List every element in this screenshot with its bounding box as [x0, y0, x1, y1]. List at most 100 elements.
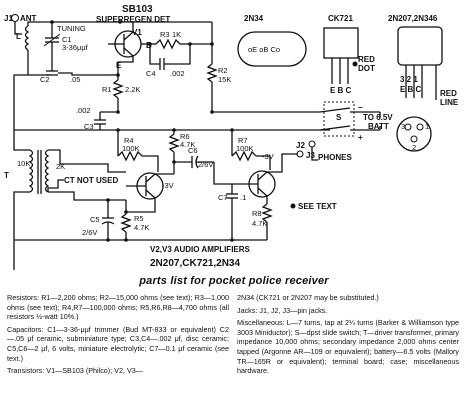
schematic-diagram: J1 ANT L TUNING C1 3-36μμf SB103 SUPERRE…: [4, 4, 459, 270]
svg-text:3: 3: [401, 122, 405, 131]
svg-text:2/6V: 2/6V: [198, 160, 213, 169]
resistor-r5: R5 4.7K: [120, 200, 149, 240]
batt-minus: −: [358, 103, 363, 112]
svg-text:R1: R1: [102, 85, 112, 94]
miscellaneous-paragraph: Miscellaneous: L—7 turns, tap at 2¼ turn…: [237, 318, 459, 376]
capacitor-c5: C5 2/6V: [82, 200, 115, 240]
svg-text:R3: R3: [160, 30, 170, 39]
svg-text:C5: C5: [90, 215, 100, 224]
svg-text:100K: 100K: [122, 144, 140, 153]
outline-socket: 3 1 2: [396, 116, 432, 152]
transistor-v1: V1 B E: [114, 28, 152, 70]
svg-text:.002: .002: [76, 106, 91, 115]
resistor-r4: R4 100K: [117, 136, 143, 162]
svg-text:C2: C2: [40, 75, 50, 84]
neg3v-label-b: -3V: [262, 152, 274, 161]
junction-dots: [50, 20, 234, 242]
capacitor-c1: TUNING C1 3-36μμf: [43, 22, 89, 60]
svg-text:DOT: DOT: [358, 64, 375, 73]
parts-list-right-column: 2N34 (CK721 or 2N207 may be substituted.…: [237, 293, 459, 379]
svg-text:R5: R5: [134, 214, 144, 223]
svg-text:C4: C4: [146, 69, 156, 78]
switch-s: S: [319, 101, 355, 137]
svg-text:RED: RED: [358, 55, 375, 64]
battery-label: TO 6.5V: [363, 113, 393, 122]
svg-text:J1: J1: [4, 14, 13, 23]
svg-text:-3V: -3V: [162, 181, 174, 190]
svg-text:1K: 1K: [172, 30, 181, 39]
svg-text:100K: 100K: [236, 144, 254, 153]
amp-caption: V2,V3 AUDIO AMPLIFIERS: [150, 245, 251, 254]
svg-text:J3: J3: [306, 151, 315, 160]
svg-text:4.7K: 4.7K: [252, 219, 267, 228]
outline-2n34: 2N34 oE oB Co: [237, 14, 307, 67]
coil-l-label: L: [16, 32, 21, 41]
svg-text:TUNING: TUNING: [57, 24, 86, 33]
svg-text:B: B: [146, 41, 152, 50]
svg-text:J2: J2: [296, 141, 305, 150]
svg-text:2: 2: [412, 143, 416, 152]
jacks-paragraph: Jacks: J1, J2, J3—pin jacks.: [237, 305, 328, 315]
svg-text:R2: R2: [218, 66, 228, 75]
svg-text:.002: .002: [170, 69, 185, 78]
svg-text:T: T: [4, 171, 9, 180]
svg-text:SEE TEXT: SEE TEXT: [298, 202, 337, 211]
svg-text:C3: C3: [84, 122, 94, 131]
svg-text:2.2K: 2.2K: [125, 85, 140, 94]
capacitor-c4: C4 .002: [146, 44, 191, 78]
capacitor-c3: .002 C3: [76, 106, 106, 131]
svg-text:C7: C7: [218, 193, 228, 202]
svg-text:2/6V: 2/6V: [82, 228, 97, 237]
svg-text:4.7K: 4.7K: [180, 140, 195, 149]
resistor-r1: R1 2.2K: [102, 75, 140, 112]
detector-type-label: SB103: [122, 4, 153, 15]
parts-list-left-column: Resistors: R1—2,200 ohms; R2—15,000 ohms…: [7, 293, 229, 379]
svg-text:.1: .1: [240, 193, 246, 202]
resistor-r7: R7 100K: [231, 136, 257, 162]
svg-text:2K: 2K: [56, 162, 65, 171]
detector-caption: SUPERREGEN DET: [96, 15, 170, 24]
svg-text:R6: R6: [180, 132, 190, 141]
capacitor-c2: C2 .05: [40, 60, 110, 84]
svg-text:R7: R7: [238, 136, 248, 145]
resistor-r8: R8 4.7K: [252, 196, 273, 240]
jack-j2: J2 PHONES: [296, 140, 352, 162]
coil-l: [24, 25, 30, 51]
capacitors-paragraph: Capacitors: C1—3-36-μμf trimmer (Bud MT-…: [7, 324, 229, 363]
resistor-r2: R2 15K: [206, 44, 231, 112]
capacitor-c7: C7 .1: [218, 184, 246, 240]
see-text-note: SEE TEXT: [290, 202, 337, 211]
svg-text:ANT: ANT: [20, 14, 37, 23]
svg-text:C6: C6: [188, 146, 198, 155]
resistor-r3: R3 1K: [155, 30, 181, 50]
svg-text:3 2 1: 3 2 1: [400, 75, 418, 84]
svg-text:LINE: LINE: [440, 98, 459, 107]
svg-text:RED: RED: [440, 89, 457, 98]
svg-text:R4: R4: [124, 136, 134, 145]
svg-text:3-36μμf: 3-36μμf: [62, 43, 89, 52]
batt-plus: +: [358, 133, 363, 142]
svg-text:.05: .05: [70, 75, 80, 84]
svg-text:oE oB Co: oE oB Co: [248, 45, 280, 54]
svg-text:E B C: E B C: [330, 86, 352, 95]
jack-j3: J3: [296, 150, 315, 160]
transistors-paragraph: Transistors: V1—SB103 (Philco); V2, V3—: [7, 366, 143, 376]
svg-text:2N207,2N346: 2N207,2N346: [388, 14, 438, 23]
resistors-paragraph: Resistors: R1—2,200 ohms; R2—15,000 ohms…: [7, 293, 229, 322]
antenna-jack-j1: J1 ANT: [4, 14, 37, 23]
svg-text:2N34: 2N34: [244, 14, 264, 23]
parts-list-title: parts list for pocket police receiver: [139, 275, 329, 287]
svg-text:E B C: E B C: [400, 85, 422, 94]
svg-text:C1: C1: [62, 35, 72, 44]
svg-text:S: S: [336, 113, 342, 122]
svg-text:1: 1: [425, 122, 429, 131]
transistors-continued-paragraph: 2N34 (CK721 or 2N207 may be substituted.…: [237, 293, 379, 302]
svg-text:R8: R8: [252, 209, 262, 218]
svg-text:CK721: CK721: [328, 14, 353, 23]
amp-types: 2N207,CK721,2N34: [150, 258, 240, 269]
svg-text:PHONES: PHONES: [318, 153, 352, 162]
outline-ck721: CK721 RED DOT E B C: [323, 14, 375, 95]
svg-text:V1: V1: [132, 28, 142, 37]
svg-text:E: E: [116, 61, 122, 70]
